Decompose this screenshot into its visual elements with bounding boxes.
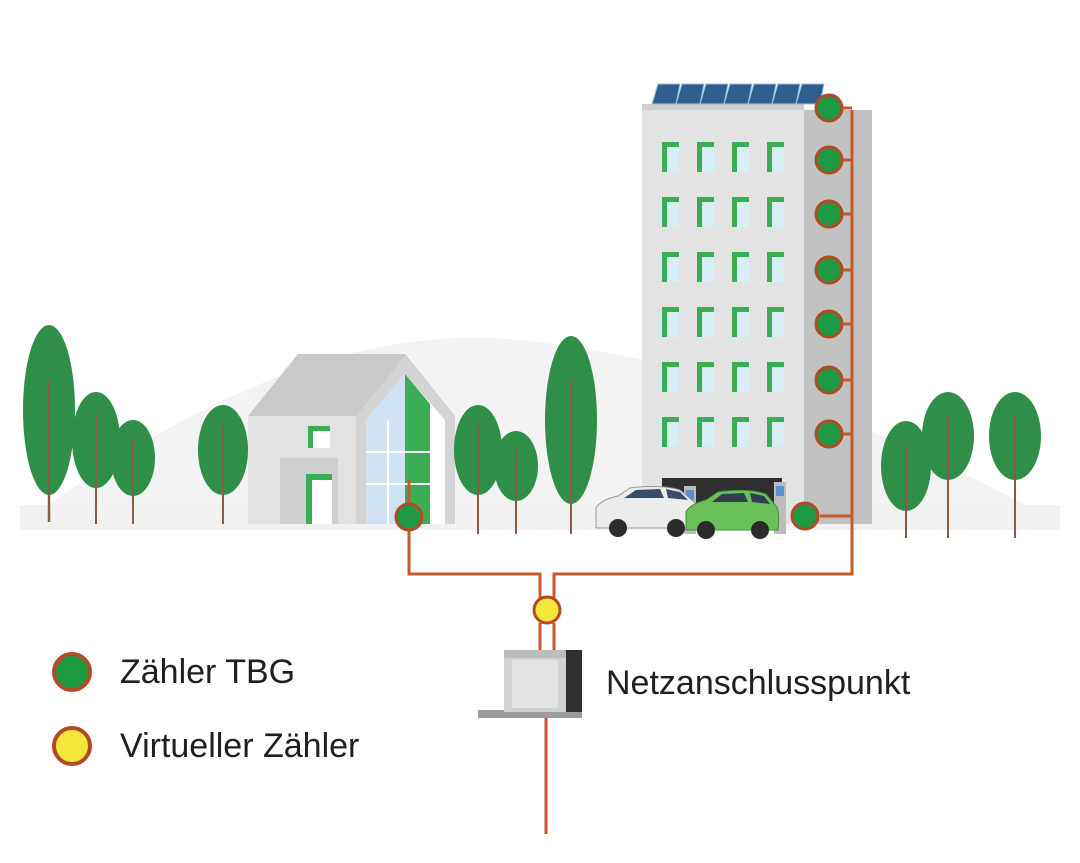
meters (394, 93, 844, 625)
solar-panel (675, 83, 705, 105)
solar-panel (771, 83, 801, 105)
tree-icon (494, 431, 538, 534)
tbg-meter-icon (814, 145, 844, 175)
virtual-meter-icon (532, 595, 562, 625)
window-icon (697, 307, 714, 337)
window-icon (662, 142, 679, 172)
window-icon (732, 307, 749, 337)
window-icon (662, 362, 679, 392)
legend-virtual-meter-icon (52, 726, 92, 766)
grid-connection-label: Netzanschlusspunkt (606, 664, 911, 702)
tbg-meter-icon (814, 255, 844, 285)
window-icon (697, 417, 714, 447)
tree-icon (922, 392, 974, 538)
tree-icon (545, 336, 597, 534)
tree-icon (111, 420, 155, 524)
tree-icon (198, 405, 248, 524)
tree-icon (881, 421, 931, 538)
window-icon (662, 197, 679, 227)
tbg-meter-icon (394, 502, 424, 532)
window-icon (767, 142, 784, 172)
car-icon (685, 489, 780, 539)
tbg-meter-icon (790, 501, 820, 531)
tbg-meter-icon (814, 365, 844, 395)
legend-label-virtual: Virtueller Zähler (120, 726, 360, 765)
window-icon (767, 252, 784, 282)
legend-item-virtual: Virtueller Zähler (52, 726, 359, 766)
tbg-meter-icon (814, 199, 844, 229)
tree-icon (23, 325, 75, 522)
tbg-meter-icon (814, 309, 844, 339)
window-icon (767, 417, 784, 447)
window-icon (732, 142, 749, 172)
window-icon (697, 362, 714, 392)
tree-icon (989, 392, 1041, 538)
window-icon (732, 362, 749, 392)
legend-item-tbg: Zähler TBG (52, 652, 295, 692)
window-icon (697, 142, 714, 172)
window-icon (662, 252, 679, 282)
window-icon (767, 362, 784, 392)
building-windows (662, 142, 784, 447)
legend-label-tbg: Zähler TBG (120, 652, 296, 691)
window-icon (697, 197, 714, 227)
house (248, 354, 455, 524)
solar-panel-icon (651, 83, 825, 105)
tree-icon (72, 392, 120, 524)
window-icon (732, 197, 749, 227)
window-icon (732, 417, 749, 447)
meter-cabinet-icon (478, 650, 582, 718)
legend-tbg-meter-icon (52, 652, 92, 692)
window-icon (732, 252, 749, 282)
window-icon (662, 417, 679, 447)
solar-panel (723, 83, 753, 105)
solar-panel (747, 83, 777, 105)
power-cables (407, 106, 854, 834)
tbg-meter-icon (814, 419, 844, 449)
window-icon (697, 252, 714, 282)
solar-panel (651, 83, 681, 105)
apartment-building (642, 104, 872, 524)
solar-panel (699, 83, 729, 105)
tbg-meter-icon (814, 93, 844, 123)
ground-strip (20, 505, 1060, 530)
window-icon (767, 307, 784, 337)
window-icon (767, 197, 784, 227)
window-icon (662, 307, 679, 337)
tree-icon (454, 405, 502, 534)
